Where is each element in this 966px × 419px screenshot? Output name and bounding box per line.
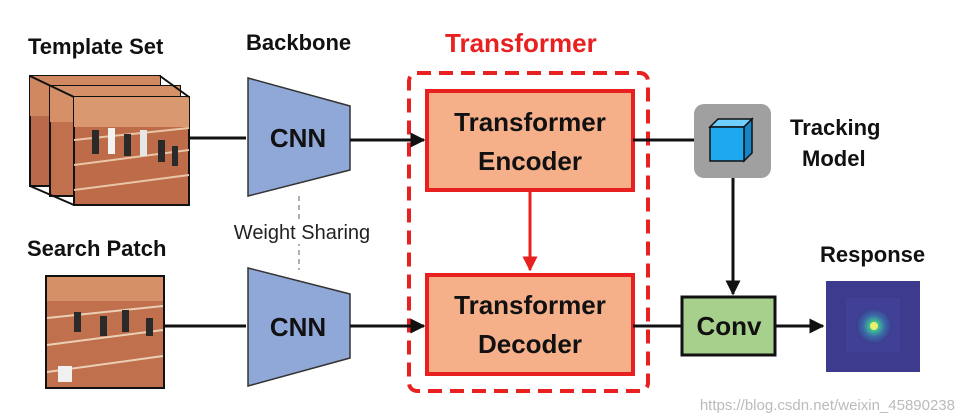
template-set-images	[29, 75, 190, 206]
tracking-model-label-1: Tracking	[790, 115, 880, 140]
photo-icon	[45, 275, 165, 389]
transformer-container	[407, 71, 650, 393]
weight-sharing-label: Weight Sharing	[234, 222, 370, 244]
weight-sharing-bg	[228, 220, 378, 244]
template-set-label: Template Set	[28, 34, 164, 59]
decoder-label-1: Transformer	[454, 290, 606, 320]
decoder-label-2: Decoder	[478, 329, 582, 359]
encoder-label-2: Encoder	[478, 146, 582, 176]
stacked-photo-icon	[29, 75, 190, 206]
cnn-bottom-label: CNN	[270, 312, 326, 342]
cube-icon	[708, 117, 754, 163]
transformer-decoder-node: Transformer Decoder	[425, 273, 635, 376]
tracking-model-label-2: Model	[802, 146, 866, 171]
cnn-top-label: CNN	[270, 123, 326, 153]
search-patch-image	[45, 275, 165, 389]
watermark: https://blog.csdn.net/weixin_45890238	[700, 397, 955, 414]
tracking-model-node	[694, 104, 771, 178]
conv-node: Conv	[680, 295, 777, 357]
transformer-encoder-node: Transformer Encoder	[425, 89, 635, 192]
cnn-bottom-node: CNN	[247, 267, 351, 387]
backbone-label: Backbone	[246, 30, 351, 55]
heatmap-icon	[826, 281, 920, 372]
transformer-title: Transformer	[445, 28, 597, 58]
response-label: Response	[820, 242, 925, 267]
encoder-label-1: Transformer	[454, 107, 606, 137]
conv-label: Conv	[697, 311, 763, 341]
search-patch-label: Search Patch	[27, 236, 166, 261]
cnn-top-node: CNN	[247, 77, 351, 197]
response-map	[826, 281, 920, 372]
